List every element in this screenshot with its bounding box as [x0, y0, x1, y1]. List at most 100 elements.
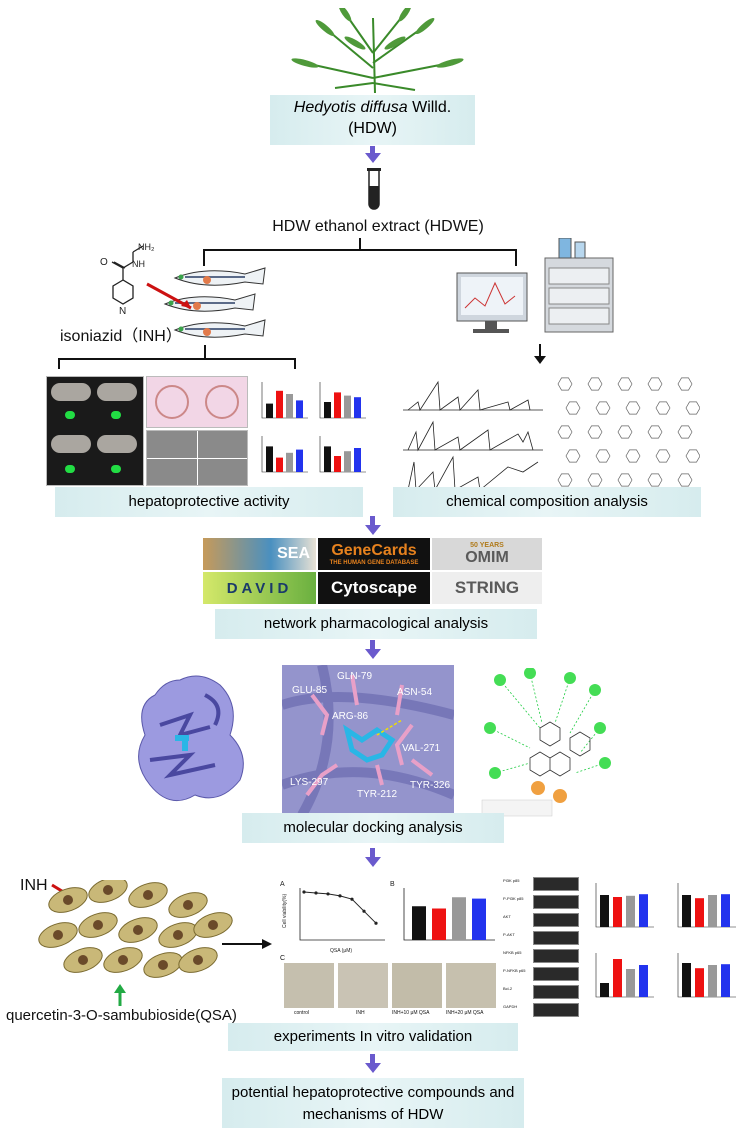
cell-nucleus	[118, 955, 128, 965]
inh-nitrogen-label: N	[119, 306, 126, 315]
blot-label: P-AKT	[503, 932, 515, 937]
viability-line-chart: A QSA (μM) Cell viability(%)	[280, 881, 385, 954]
hplc-arrow-icon	[534, 356, 546, 364]
quant-chart-bar	[600, 895, 609, 927]
sea-database-logo: SEA	[203, 538, 316, 570]
test-tube-icon	[367, 168, 381, 210]
liver-fluorescence-1	[65, 411, 75, 419]
herb-name-box: Hedyotis diffusa Willd. (HDW)	[270, 95, 475, 145]
blot-row: P-AKT	[503, 929, 579, 945]
blot-label: AKT	[503, 914, 511, 919]
mini-chart-bar	[334, 456, 341, 472]
quant-chart-bar	[682, 895, 691, 927]
molecule-ring	[625, 449, 641, 463]
molecule-ring	[677, 425, 693, 439]
cell-nucleus	[173, 930, 183, 940]
blot-band	[533, 967, 579, 981]
conclusion-box: potential hepatoprotective compounds and…	[222, 1078, 524, 1128]
molecule-ring	[677, 473, 693, 487]
inh-label: INH	[20, 877, 48, 894]
cell-nucleus	[78, 955, 88, 965]
blot-row: NFKB p65	[503, 947, 579, 963]
panel-label-a: A	[280, 881, 285, 888]
molecule-ring	[595, 401, 611, 415]
larva-bright-1	[51, 383, 91, 401]
molecule-ring	[565, 401, 581, 415]
mini-chart-bar	[296, 449, 303, 472]
flow-arrow-icon	[365, 153, 381, 163]
tem-divider-h	[147, 458, 247, 459]
quant-chart-bar	[626, 895, 635, 927]
inh-oxygen-label: O	[100, 257, 108, 268]
molecule-ring	[647, 425, 663, 439]
molecule-ring	[557, 473, 573, 487]
viability-xlabel: QSA (μM)	[330, 948, 352, 954]
cell-nucleus	[208, 920, 218, 930]
green-arrow-icon	[114, 984, 126, 1006]
cell-nucleus	[193, 955, 203, 965]
micrograph-caption: control	[294, 1010, 310, 1016]
quant-chart-bar	[721, 894, 730, 927]
mini-chart-bar	[324, 446, 331, 472]
blot-quantification-charts	[595, 883, 736, 998]
mini-chart-bar	[324, 402, 331, 418]
mini-chart-bar	[354, 448, 361, 472]
branch-bracket	[203, 238, 517, 266]
cell-nucleus	[63, 895, 73, 905]
panel-label-b: B	[390, 881, 395, 888]
molecule-ring	[565, 449, 581, 463]
micrograph-inh-qsa20	[446, 963, 496, 1008]
blot-band	[533, 913, 579, 927]
micrograph-caption: INH	[356, 1010, 365, 1016]
protein-structure-image	[138, 675, 244, 802]
cytoscape-logo-text: Cytoscape	[331, 578, 417, 597]
conclusion-line-2: mechanisms of HDW	[302, 1106, 444, 1123]
blot-band	[533, 931, 579, 945]
mini-chart-bar	[266, 446, 273, 472]
quant-chart-bar	[708, 965, 717, 997]
blot-band	[533, 1003, 579, 1017]
blot-label: GAPDH	[503, 1004, 518, 1009]
flow-arrow-icon	[365, 1063, 381, 1073]
mini-chart-bar	[276, 390, 283, 418]
quant-chart-bar	[721, 964, 730, 997]
molecule-ring	[647, 473, 663, 487]
blot-label: Bcl-2	[503, 986, 513, 991]
chemical-structures-panel	[557, 377, 700, 487]
molecule-ring	[647, 377, 663, 391]
molecule-ring	[685, 449, 700, 463]
quant-chart-bar	[695, 968, 704, 997]
mini-chart-bar	[276, 457, 283, 472]
residue-label: TYR-326	[410, 780, 451, 791]
viability-bar	[412, 906, 426, 940]
flow-arrow-shaft	[370, 516, 375, 526]
network-pharmacology-box: network pharmacological analysis	[215, 609, 537, 639]
liver-fluorescence-4	[111, 465, 121, 473]
flow-arrow-shaft	[370, 1054, 375, 1064]
herb-authority: Willd.	[407, 99, 452, 116]
blot-band	[533, 877, 579, 891]
quant-chart-bar	[708, 895, 717, 927]
larva-bright-4	[97, 435, 137, 453]
molecular-docking-box: molecular docking analysis	[242, 813, 504, 843]
qsa-label: quercetin-3-O-sambubioside(QSA)	[6, 1007, 237, 1024]
molecule-ring	[685, 401, 700, 415]
panel-label-c: C	[280, 955, 286, 962]
molecule-ring	[625, 401, 641, 415]
blot-label: NFKB p65	[503, 950, 522, 955]
liver-fluorescence-3	[65, 465, 75, 473]
genecards-logo-text: GeneCards	[331, 542, 417, 559]
viability-point	[302, 890, 306, 894]
blot-band	[533, 895, 579, 909]
molecule-ring	[557, 377, 573, 391]
isoniazid-structure: O NH NH₂ N	[100, 242, 155, 315]
tem-image-panel	[146, 430, 248, 486]
molecule-ring	[677, 377, 693, 391]
micrograph-inh-qsa10	[392, 963, 442, 1008]
omim-logo-text: OMIM	[465, 548, 509, 566]
viability-point	[314, 891, 318, 895]
molecule-ring	[655, 401, 671, 415]
quant-chart-bar	[613, 959, 622, 997]
cytoscape-logo: Cytoscape	[318, 572, 430, 604]
